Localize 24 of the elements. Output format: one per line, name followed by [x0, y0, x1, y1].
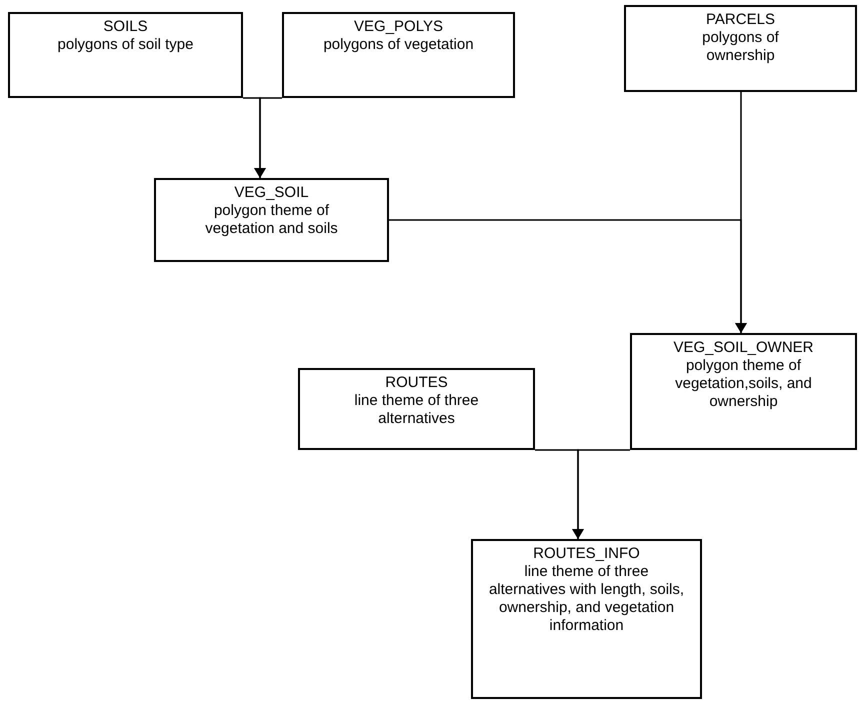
process-box — [624, 5, 857, 92]
box-title: ROUTES_INFO — [533, 545, 640, 563]
box-title: ROUTES — [385, 374, 448, 392]
box-description: line theme of three alternatives — [353, 392, 480, 428]
process-box — [282, 12, 515, 98]
box-description: line theme of three alternatives with length, soils, ownership, and vegetation information — [488, 563, 686, 635]
arrow — [735, 91, 747, 333]
box-title: VEG_POLYS — [354, 18, 443, 36]
box-description: polygon theme of vegetation and soils — [204, 202, 339, 238]
process-box — [471, 539, 702, 699]
arrow — [254, 97, 282, 178]
box-description: polygons of vegetation — [323, 36, 474, 54]
process-box — [630, 333, 857, 450]
box-description: polygons of ownership — [701, 29, 780, 65]
process-box — [298, 368, 535, 450]
box-description: polygons of soil type — [58, 36, 194, 54]
process-box — [154, 178, 389, 262]
process-box — [8, 12, 243, 98]
box-title: SOILS — [103, 18, 148, 36]
box-title: VEG_SOIL_OWNER — [673, 339, 814, 357]
box-title: VEG_SOIL — [234, 184, 309, 202]
box-description: polygon theme of vegetation,soils, and ownership — [674, 357, 813, 411]
arrow — [572, 449, 630, 539]
box-title: PARCELS — [706, 11, 775, 29]
